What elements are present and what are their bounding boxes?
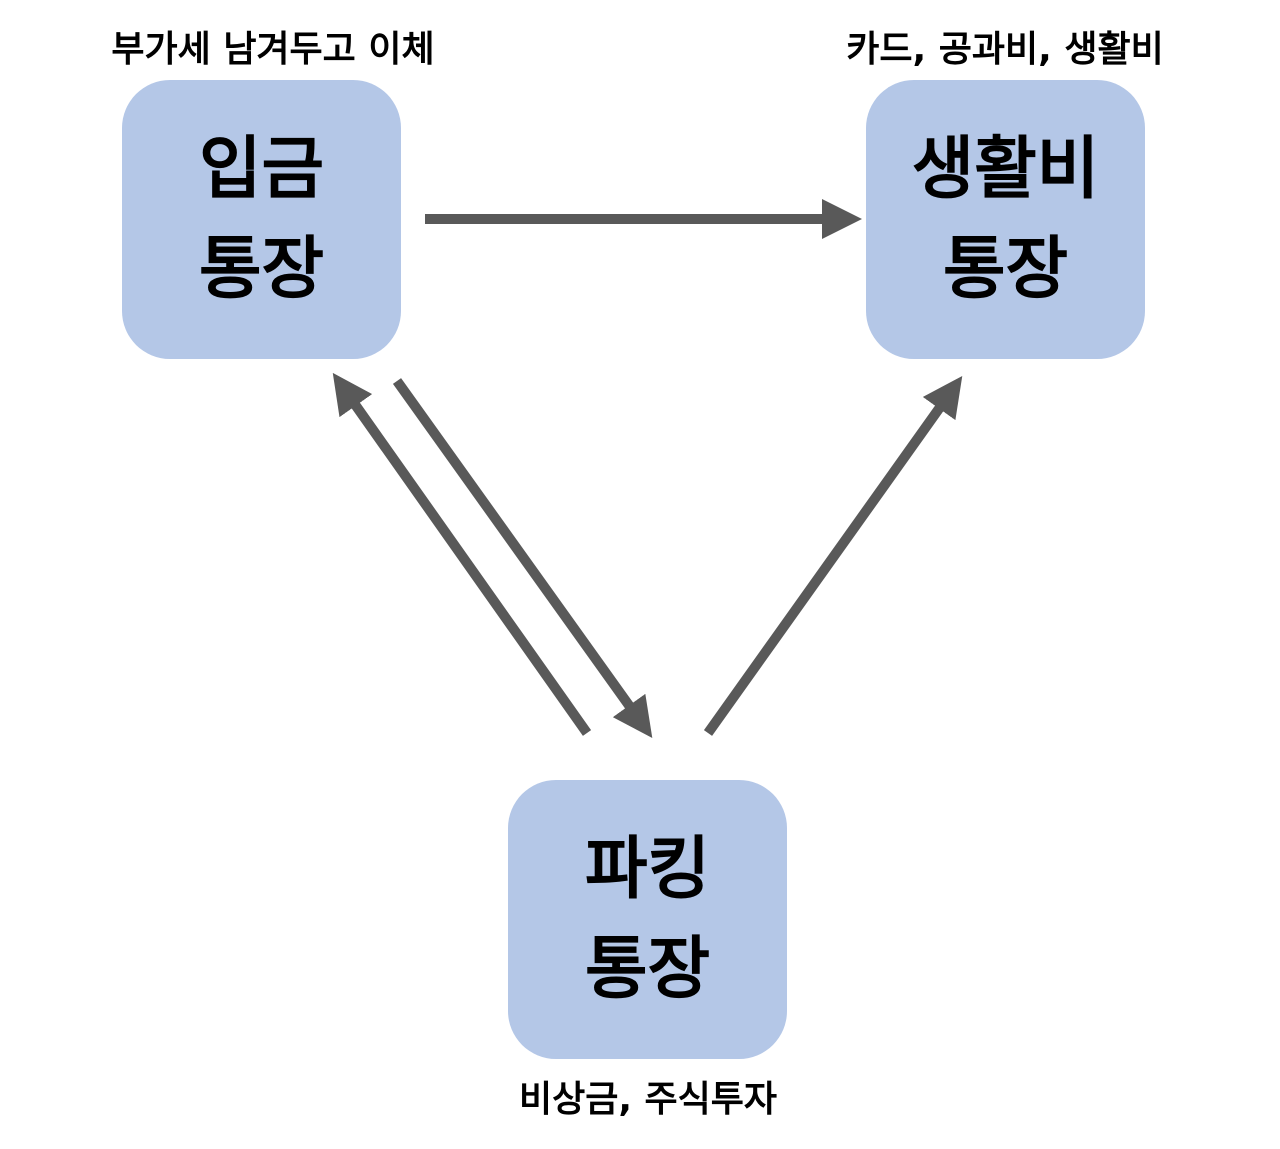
parking-line1: 파킹 bbox=[584, 829, 711, 909]
deposit-line1: 입금 bbox=[198, 129, 325, 209]
deposit-line2: 통장 bbox=[198, 229, 325, 309]
parking-caption: 비상금, 주식투자 bbox=[518, 1079, 778, 1120]
deposit-caption: 부가세 남겨두고 이체 bbox=[111, 29, 435, 70]
arrow-parking-to-living bbox=[703, 375, 963, 736]
parking-account-box: 파킹 통장 bbox=[508, 780, 787, 1059]
parking-line2: 통장 bbox=[584, 929, 711, 1009]
arrow-deposit-to-parking bbox=[392, 378, 653, 739]
deposit-account-box: 입금 통장 bbox=[122, 80, 401, 359]
living-account-box: 생활비 통장 bbox=[866, 80, 1145, 359]
living-line2: 통장 bbox=[942, 229, 1069, 309]
living-line1: 생활비 bbox=[911, 129, 1100, 209]
arrow-parking-to-deposit bbox=[332, 372, 592, 736]
living-caption: 카드, 공과비, 생활비 bbox=[846, 29, 1164, 70]
